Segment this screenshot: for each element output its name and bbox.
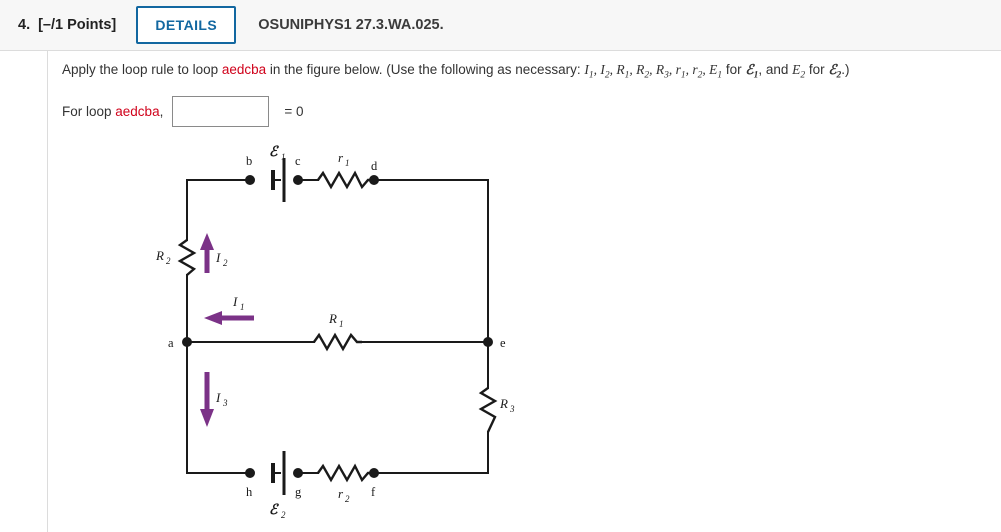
label-emf1: ℰ 1: [269, 145, 286, 162]
node-dot-h: [245, 468, 255, 478]
node-dot-d: [369, 175, 379, 185]
circuit-diagram-figure: a b c d e f g h ℰ 1 ℰ 2 r 1 r: [150, 140, 570, 520]
prompt-part3: for ℰ1, and E2 for ℰ2.): [722, 62, 850, 81]
node-label-e: e: [500, 336, 506, 350]
resistor-R2-symbol: [177, 239, 197, 276]
node-label-g: g: [295, 485, 302, 499]
label-r1-symbol: r: [338, 150, 344, 165]
label-I2-symbol: I: [215, 250, 221, 265]
node-label-a: a: [168, 336, 174, 350]
node-label-d: d: [371, 159, 378, 173]
node-dot-g: [293, 468, 303, 478]
answer-comma: ,: [159, 104, 164, 119]
node-label-h: h: [246, 485, 253, 499]
label-R1-subscript: 1: [339, 319, 344, 329]
question-code: OSUNIPHYS1 27.3.WA.025.: [258, 17, 444, 33]
label-r2: r 2: [338, 486, 350, 504]
label-R3-symbol: R: [499, 396, 508, 411]
answer-loop-name: aedcba: [115, 104, 160, 119]
label-I1-subscript: 1: [240, 302, 245, 312]
label-emf1-subscript: 1: [281, 152, 286, 162]
label-emf1-symbol: ℰ: [269, 145, 280, 160]
current-arrow-I2: [200, 233, 214, 273]
label-emf2-symbol: ℰ: [269, 503, 280, 518]
node-label-f: f: [371, 485, 376, 499]
answer-equals: = 0: [284, 104, 304, 119]
label-R1-symbol: R: [328, 311, 337, 326]
label-I3: I 3: [215, 390, 228, 408]
question-prompt: Apply the loop rule to loop aedcba in th…: [62, 60, 992, 86]
resistor-R1-symbol: [313, 332, 362, 352]
label-R2-symbol: R: [155, 248, 164, 263]
node-label-b: b: [246, 154, 252, 168]
label-I3-subscript: 3: [222, 398, 228, 408]
node-dot-f: [369, 468, 379, 478]
resistor-r1-symbol: [317, 170, 374, 190]
label-r2-subscript: 2: [345, 494, 350, 504]
label-I2: I 2: [215, 250, 228, 268]
question-number: 4.: [18, 17, 31, 33]
label-R3: R 3: [499, 396, 515, 414]
node-label-c: c: [295, 154, 301, 168]
prompt-part1: Apply the loop rule to loop: [62, 62, 222, 77]
battery-emf1-symbol: [271, 158, 286, 202]
details-button[interactable]: DETAILS: [136, 6, 237, 44]
current-arrow-I1: [204, 311, 254, 325]
answer-prefix: For loop: [62, 104, 116, 119]
battery-emf2-symbol: [271, 451, 286, 495]
left-divider: [47, 51, 48, 532]
question-points: [–/1 Points]: [38, 17, 117, 33]
label-r1: r 1: [338, 150, 350, 168]
label-r1-subscript: 1: [345, 158, 350, 168]
answer-row: For loop aedcba, = 0: [62, 96, 304, 127]
node-dot-e: [483, 337, 493, 347]
label-R3-subscript: 3: [509, 404, 515, 414]
prompt-part2: in the figure below. (Use the following …: [266, 62, 585, 77]
label-I1: I 1: [232, 294, 245, 312]
node-dot-c: [293, 175, 303, 185]
label-I3-symbol: I: [215, 390, 221, 405]
answer-label: For loop aedcba,: [62, 104, 163, 119]
prompt-variable-list: I1, I2, R1, R2, R3, r1, r2, E1: [584, 62, 723, 81]
current-arrow-I3: [200, 372, 214, 427]
label-I1-symbol: I: [232, 294, 238, 309]
node-dot-b: [245, 175, 255, 185]
answer-input[interactable]: [172, 96, 270, 127]
label-I2-subscript: 2: [223, 258, 228, 268]
prompt-loop-name: aedcba: [221, 62, 267, 77]
label-R1: R 1: [328, 311, 344, 329]
label-emf2: ℰ 2: [269, 503, 286, 520]
label-R2-subscript: 2: [166, 256, 171, 266]
resistor-R3-symbol: [478, 387, 498, 433]
label-r2-symbol: r: [338, 486, 344, 501]
question-header: 4. [–/1 Points] DETAILS OSUNIPHYS1 27.3.…: [0, 0, 1001, 51]
label-R2: R 2: [155, 248, 171, 266]
label-emf2-subscript: 2: [281, 510, 286, 520]
resistor-r2-symbol: [317, 463, 374, 483]
node-dot-a: [182, 337, 192, 347]
